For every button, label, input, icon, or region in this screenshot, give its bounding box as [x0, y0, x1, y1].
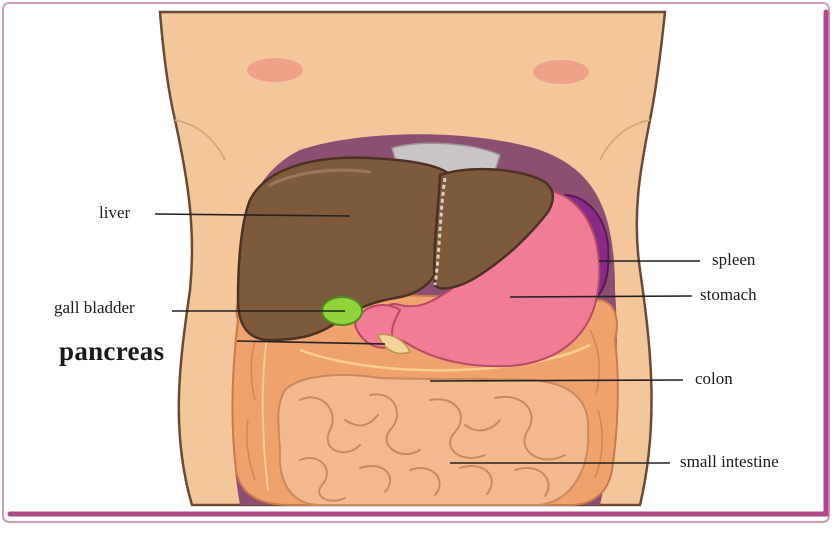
- liver-highlight: [268, 168, 372, 187]
- gall-bladder-label: gall bladder: [54, 298, 135, 317]
- liver-fissure: [433, 177, 447, 286]
- torso-right-curve: [599, 119, 651, 161]
- small-intestine-loops: [299, 393, 566, 502]
- frame-shadow: [7, 9, 829, 517]
- pancreas-leader: [236, 340, 386, 345]
- small-intestine-shape: [277, 374, 590, 506]
- colon-label: colon: [695, 369, 733, 388]
- left-nipple: [247, 58, 303, 82]
- pancreas-label: pancreas: [59, 336, 165, 366]
- liver-label: liver: [99, 203, 131, 222]
- pancreas-shape: [376, 333, 412, 355]
- stomach-label: stomach: [700, 285, 757, 304]
- torso-left-curve: [174, 119, 226, 161]
- liver-left-lobe: [432, 167, 555, 290]
- liver-right-lobe: [236, 156, 453, 342]
- right-nipple: [533, 60, 589, 84]
- spleen-label: spleen: [712, 250, 756, 269]
- liver-leader: [154, 213, 351, 217]
- leader-lines: [154, 213, 700, 464]
- colon-haustra: [246, 329, 603, 491]
- colon-leader: [429, 379, 684, 382]
- small-intestine-label: small intestine: [680, 452, 779, 471]
- stomach-leader: [509, 295, 693, 298]
